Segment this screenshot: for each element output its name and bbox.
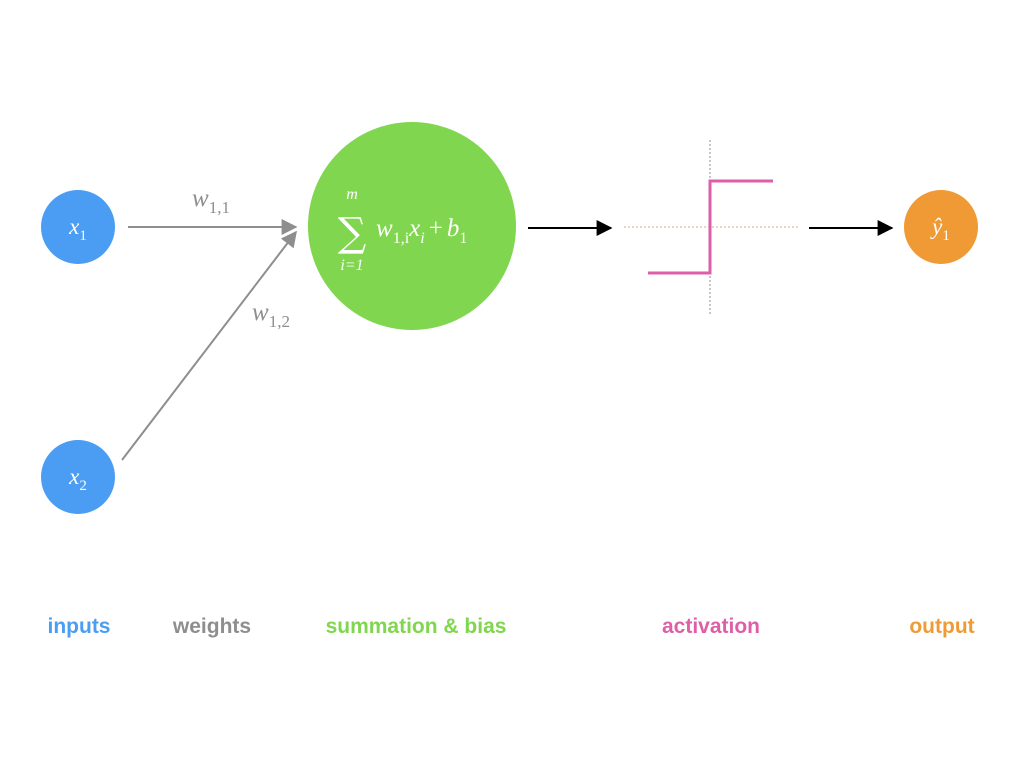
label-weights: weights <box>172 615 252 638</box>
input-node-x1 <box>41 190 115 264</box>
label-summation: summation & bias <box>325 615 507 638</box>
output-label: ŷ1 <box>930 214 950 244</box>
label-inputs: inputs <box>47 615 111 638</box>
sum-lower-limit: i=1 <box>340 257 363 274</box>
input-label-x1: x1 <box>68 214 87 244</box>
label-output: output <box>909 615 975 638</box>
step-curve <box>648 179 773 275</box>
summation-expression: w1,ixi+b1 <box>376 215 467 247</box>
weight-label-w12: w1,2 <box>252 299 290 331</box>
activation-step-function <box>624 140 798 316</box>
edge-x2-to-sum <box>121 230 297 461</box>
weight-label-w11: w1,1 <box>192 185 230 217</box>
sum-upper-limit: m <box>346 186 358 203</box>
sigma-symbol: ∑ <box>338 210 367 256</box>
label-activation: activation <box>661 615 761 638</box>
input-node-x2 <box>41 440 115 514</box>
output-node <box>904 190 978 264</box>
summation-node <box>308 122 516 330</box>
input-label-x2: x2 <box>68 464 87 494</box>
